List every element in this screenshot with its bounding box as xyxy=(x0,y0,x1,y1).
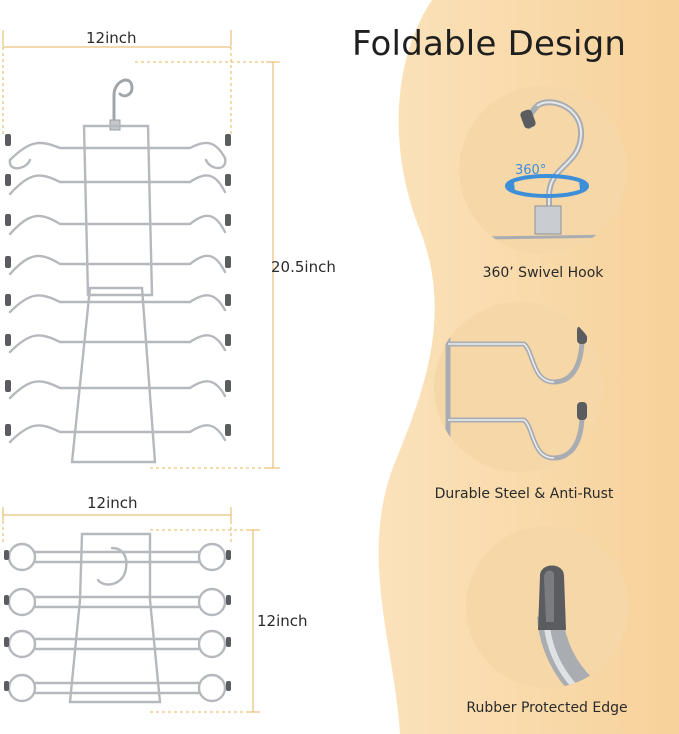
bottom-hanger-rubber-tips xyxy=(4,550,231,691)
bottom-width-label: 12inch xyxy=(87,494,138,512)
durable-steel-caption: Durable Steel & Anti-Rust xyxy=(434,486,614,502)
swivel-hook-circle xyxy=(459,86,627,254)
rubber-edge-circle xyxy=(466,526,628,688)
durable-steel-circle xyxy=(434,302,604,472)
rubber-tip-icon xyxy=(537,565,594,688)
top-hanger-rubber-tips xyxy=(5,134,231,436)
swivel-badge: 360° xyxy=(515,163,547,178)
bottom-dimension-guides xyxy=(2,507,260,713)
rubber-edge-caption: Rubber Protected Edge xyxy=(466,700,628,716)
swivel-hook-icon xyxy=(478,99,620,240)
bottom-hanger xyxy=(7,532,227,704)
top-height-label: 20.5inch xyxy=(271,258,336,276)
steel-hook-icon xyxy=(445,302,587,472)
top-dimension-guides xyxy=(2,30,280,469)
bottom-height-label: 12inch xyxy=(257,612,308,630)
top-width-label: 12inch xyxy=(86,29,137,47)
page-title: Foldable Design xyxy=(352,24,627,64)
top-hanger xyxy=(8,78,227,464)
swivel-hook-caption: 360’ Swivel Hook xyxy=(482,265,604,281)
